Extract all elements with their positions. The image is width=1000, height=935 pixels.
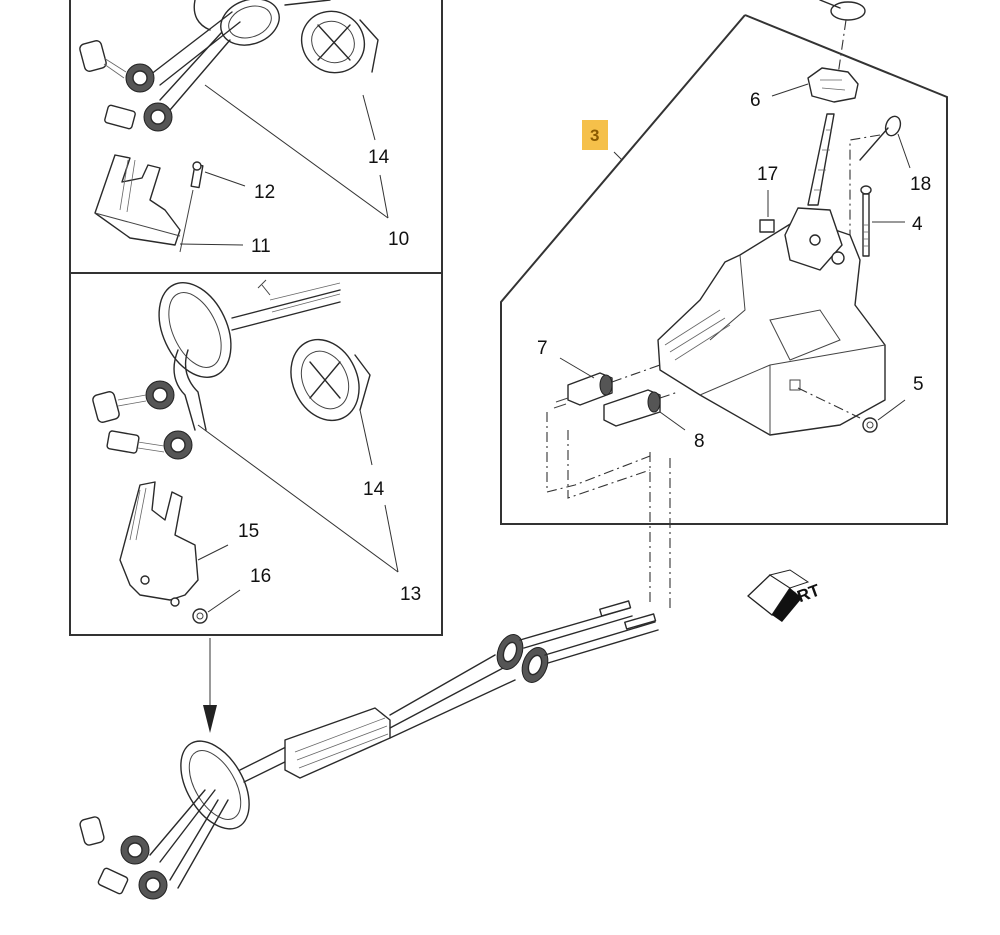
cable-retainer-upper (300, 10, 379, 74)
callout-7: 7 (537, 338, 548, 359)
detail-box-lower: 14 13 15 16 (69, 272, 443, 636)
front-direction-indicator: FRT (747, 569, 823, 622)
callout-6: 6 (750, 90, 761, 111)
badge-label: 3 (590, 126, 599, 145)
cable-adjuster-fittings (496, 634, 549, 683)
shifter-base-housing (657, 207, 886, 436)
switch-8 (603, 389, 686, 431)
callout-14-upper: 14 (368, 147, 390, 168)
callout-14-lower: 14 (363, 479, 385, 500)
callout-18: 18 (910, 174, 931, 195)
nut-16 (192, 608, 208, 624)
bolt-12 (179, 161, 204, 253)
detail-pointer-arrow (203, 638, 217, 733)
bolt-4 (860, 185, 905, 257)
callout-10: 10 (388, 229, 409, 250)
shift-lever-housing (771, 67, 859, 103)
front-direction-arrow-icon (747, 569, 810, 622)
switch-7 (553, 357, 661, 409)
cable-bracket-lower (119, 481, 199, 607)
shift-lever-shaft (807, 113, 835, 206)
callout-5: 5 (913, 374, 924, 395)
shift-cable-ends-lower (92, 349, 207, 460)
shift-cable-assembly (79, 600, 659, 900)
callout-17: 17 (757, 164, 778, 185)
wiring-routing-lines (546, 412, 671, 612)
callout-13: 13 (400, 584, 421, 605)
detail-box-upper: 14 10 12 11 (69, 0, 443, 274)
spring-clip-18 (849, 115, 911, 330)
nut-5 (797, 387, 906, 433)
shift-control-assembly-box: 3 6 18 (500, 0, 948, 612)
callout-8: 8 (694, 431, 705, 452)
cable-grommet-upper (193, 0, 331, 46)
shift-cable-ends-upper (79, 11, 241, 132)
cable-bracket-upper (94, 154, 181, 246)
cable-retainer-lower (290, 338, 371, 422)
assembly-badge: 3 (582, 120, 623, 161)
callout-11: 11 (251, 236, 271, 257)
callout-16: 16 (250, 566, 271, 587)
shift-knob-boot (819, 0, 866, 76)
nut-17 (759, 190, 775, 233)
callout-4: 4 (912, 214, 923, 235)
callout-15: 15 (238, 521, 259, 542)
callout-12: 12 (254, 182, 275, 203)
